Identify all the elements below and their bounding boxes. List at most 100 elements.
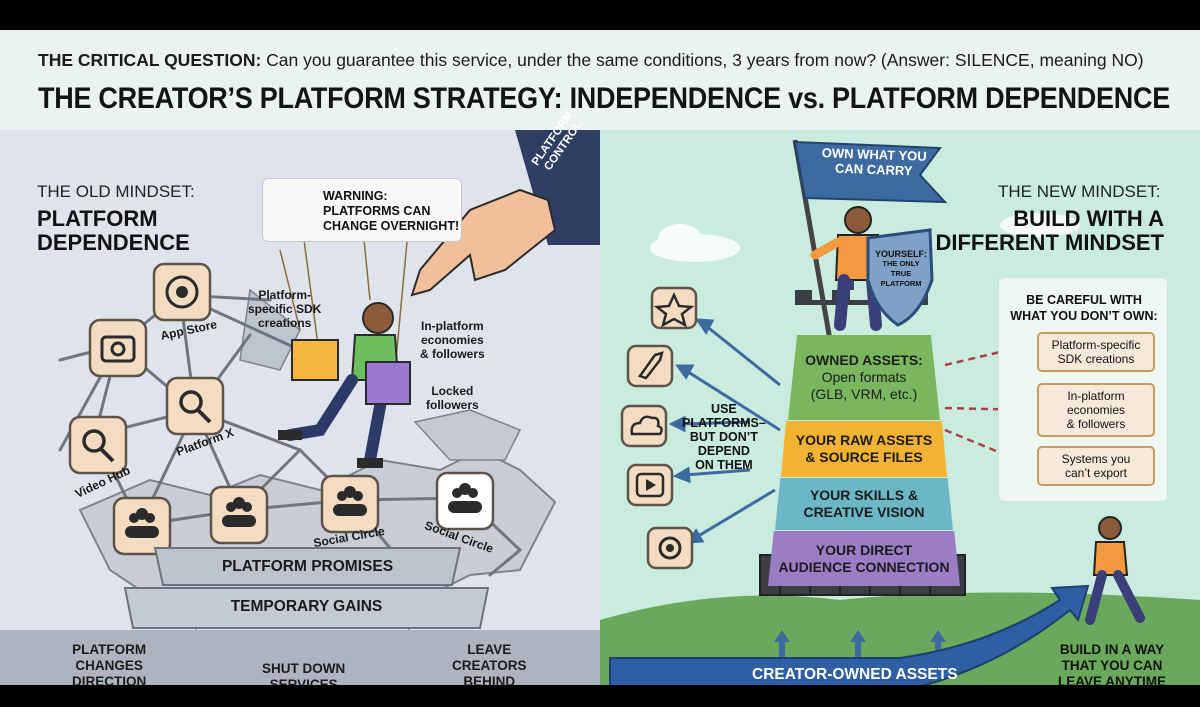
leave-line-3: LEAVE ANYTIME	[1058, 674, 1167, 685]
people-icon	[125, 508, 159, 538]
leave-line-1: BUILD IN A WAY	[1059, 642, 1165, 657]
sdk-line-2: specific SDK	[248, 302, 322, 316]
skills-line-2: CREATIVE VISION	[803, 504, 925, 520]
warning-callout: WARNING: PLATFORMS CAN CHANGE OVERNIGHT!	[262, 178, 462, 242]
warning-line-2: PLATFORMS CAN	[323, 204, 431, 218]
owned-assets-line-2: Open formats	[821, 369, 907, 385]
owned-assets-line-3: (GLB, VRM, etc.)	[810, 386, 918, 402]
leave-anytime-text: BUILD IN A WAY THAT YOU CAN LEAVE ANYTIM…	[1058, 642, 1166, 685]
platform-control-hand	[410, 130, 600, 297]
flag-text: OWN WHAT YOU CAN CARRY	[804, 145, 945, 180]
ground-2-line-2: SERVICES	[269, 677, 338, 685]
econ-line-2: economies	[420, 333, 484, 347]
aperture-icon	[165, 275, 199, 309]
audience-line-1: YOUR DIRECT	[815, 541, 913, 558]
careful-econ-line-2: economies	[1066, 403, 1126, 417]
people-icon	[222, 497, 256, 527]
cloud-icon	[630, 415, 663, 436]
ground-1-line-2: CHANGES	[75, 658, 143, 673]
critical-question-text: Can you guarantee this service, under th…	[261, 50, 1144, 70]
sdk-line-3: creations	[258, 316, 312, 330]
raw-assets-line-2: & SOURCE FILES	[805, 449, 923, 465]
careful-export-line-1: Systems you	[1061, 452, 1131, 466]
people-tile	[112, 496, 172, 556]
ground-2-line-1: SHUT DOWN	[262, 661, 346, 676]
gear-tile	[646, 526, 694, 570]
locked-line-1: Locked	[431, 384, 474, 398]
infographic: THE CRITICAL QUESTION: Can you guarantee…	[0, 30, 1200, 685]
rubble-shard	[239, 288, 301, 371]
tower-owned-assets: OWNED ASSETS: Open formats (GLB, VRM, et…	[788, 335, 940, 420]
skills-line-1: YOUR SKILLS &	[809, 487, 919, 503]
careful-item-economies: In-platform economies & followers	[1037, 383, 1155, 437]
ground-3-line-3: BEHIND	[463, 674, 516, 685]
shield-line-4: PLATFORM	[880, 279, 922, 288]
platform-changes-direction: PLATFORM CHANGES DIRECTION	[72, 642, 146, 685]
social-circle-tile-2	[435, 471, 495, 531]
careful-sdk-line-2: SDK creations	[1057, 352, 1135, 366]
critical-question: THE CRITICAL QUESTION: Can you guarantee…	[38, 50, 1144, 71]
careful-title: BE CAREFUL WITH WHAT YOU DON’T OWN:	[999, 292, 1169, 324]
new-mindset-label: THE NEW MINDSET:	[998, 182, 1161, 201]
magnifier-icon	[82, 429, 106, 453]
people-tile	[209, 485, 269, 545]
use-line-3: BUT DON’T	[689, 430, 758, 444]
header-banner: THE CRITICAL QUESTION: Can you guarantee…	[0, 30, 1200, 130]
use-line-1: USE	[711, 402, 737, 416]
use-line-2: PLATFORMS–	[682, 416, 766, 430]
old-mindset-title-1: PLATFORM	[37, 206, 158, 231]
shield-line-2: THE ONLY	[882, 259, 920, 268]
ground-1-line-1: PLATFORM	[72, 642, 147, 657]
use-line-4: DEPEND	[697, 444, 750, 458]
shut-down-services: SHUT DOWN SERVICES	[262, 661, 345, 685]
critical-question-label: THE CRITICAL QUESTION:	[38, 50, 262, 70]
shield-line-3: TRUE	[890, 269, 912, 278]
careful-title-line-2: WHAT YOU DON’T OWN:	[1010, 309, 1158, 323]
rocket-tile	[626, 344, 674, 388]
platform-promises-text: PLATFORM PROMISES	[221, 558, 394, 575]
warning-text: WARNING: PLATFORMS CAN CHANGE OVERNIGHT!	[323, 189, 459, 234]
careful-title-line-1: BE CAREFUL WITH	[1026, 293, 1142, 307]
creator-owned-arrow	[609, 584, 1090, 685]
up-arrows	[774, 630, 946, 658]
careful-box: BE CAREFUL WITH WHAT YOU DON’T OWN: Plat…	[998, 277, 1168, 502]
shield-icon	[866, 228, 934, 327]
locked-line-2: followers	[426, 398, 479, 412]
camera-icon	[100, 335, 136, 363]
social-circle-tile	[320, 474, 380, 534]
careful-econ-line-3: & followers	[1066, 417, 1126, 431]
tower-raw-assets: YOUR RAW ASSETS & SOURCE FILES	[781, 421, 947, 477]
econ-line-1: In-platform	[421, 319, 484, 333]
careful-econ-line-1: In-platform	[1067, 389, 1125, 403]
ground-1-line-3: DIRECTION	[72, 674, 147, 685]
econ-line-3: & followers	[420, 347, 485, 361]
gear-icon	[658, 536, 682, 560]
sdk-line-1: Platform-	[258, 288, 312, 302]
cloud-tile	[620, 404, 668, 448]
video-hub-tile	[68, 415, 128, 475]
camera-tile	[88, 318, 148, 378]
blue-arrows	[668, 318, 781, 544]
careful-sdk-line-1: Platform-specific	[1051, 338, 1141, 352]
shield-line-1: YOURSELF:	[874, 249, 927, 259]
app-store-tile	[152, 262, 212, 322]
flag-icon	[793, 140, 948, 204]
use-platforms-text: USE PLATFORMS– BUT DON’T DEPEND ON THEM	[682, 402, 766, 472]
careful-export-line-2: can’t export	[1064, 466, 1128, 480]
shield-text: YOURSELF: THE ONLY TRUE PLATFORM	[870, 249, 932, 289]
sdk-creations-label: Platform- specific SDK creations	[248, 288, 321, 330]
walking-creator-figure	[1085, 516, 1145, 625]
ground-3-line-1: LEAVE	[467, 642, 512, 657]
platform-x-tile	[165, 376, 225, 436]
leave-creators-behind: LEAVE CREATORS BEHIND	[452, 642, 527, 685]
new-mindset-illustration	[600, 139, 1200, 685]
play-icon	[635, 472, 665, 498]
ground-3-line-2: CREATORS	[452, 658, 527, 673]
tower-audience: YOUR DIRECT AUDIENCE CONNECTION	[768, 531, 960, 586]
star-tile	[650, 286, 698, 330]
tower-skills: YOUR SKILLS & CREATIVE VISION	[775, 478, 953, 530]
cloud	[1000, 213, 1080, 237]
people-icon	[333, 486, 367, 516]
careful-item-sdk: Platform-specific SDK creations	[1037, 332, 1155, 372]
